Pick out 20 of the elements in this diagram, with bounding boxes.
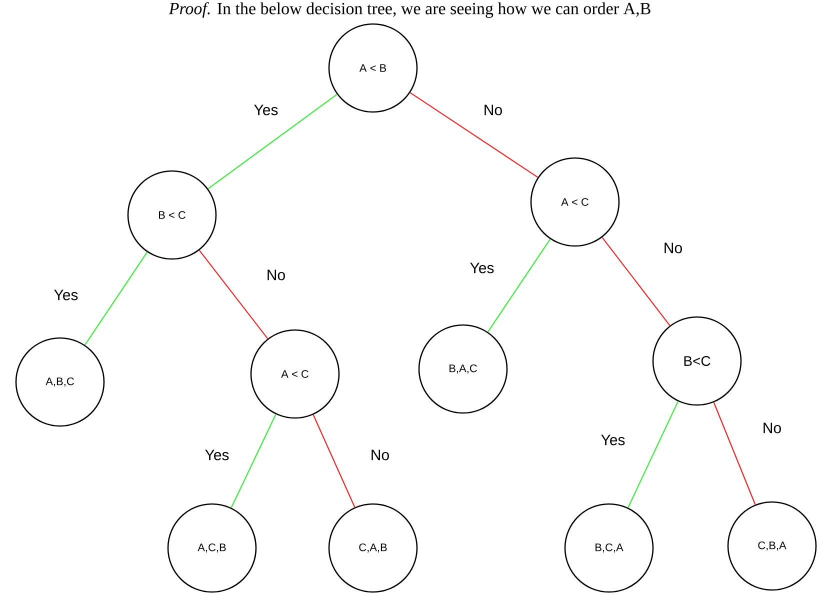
- edge-label: Yes: [468, 262, 496, 274]
- connector-line: [208, 94, 338, 190]
- connector-line: [312, 414, 356, 508]
- edge-label: No: [482, 104, 504, 116]
- edge-label: Yes: [252, 104, 280, 116]
- connector-line: [230, 414, 276, 508]
- connector-line: [713, 402, 756, 505]
- connector-line: [410, 92, 538, 178]
- connector-line: [84, 252, 148, 346]
- edge-label: Yes: [600, 434, 626, 446]
- connector-line: [628, 401, 678, 508]
- edge-label: Yes: [52, 288, 80, 302]
- connector-line: [602, 237, 670, 326]
- connector-line: [487, 238, 551, 332]
- connector-line: [198, 250, 268, 340]
- edge-label: No: [662, 242, 684, 254]
- edge-label: No: [369, 448, 391, 462]
- edge-label: No: [761, 422, 783, 434]
- edge-label: Yes: [204, 448, 230, 462]
- edge-label: No: [265, 268, 287, 282]
